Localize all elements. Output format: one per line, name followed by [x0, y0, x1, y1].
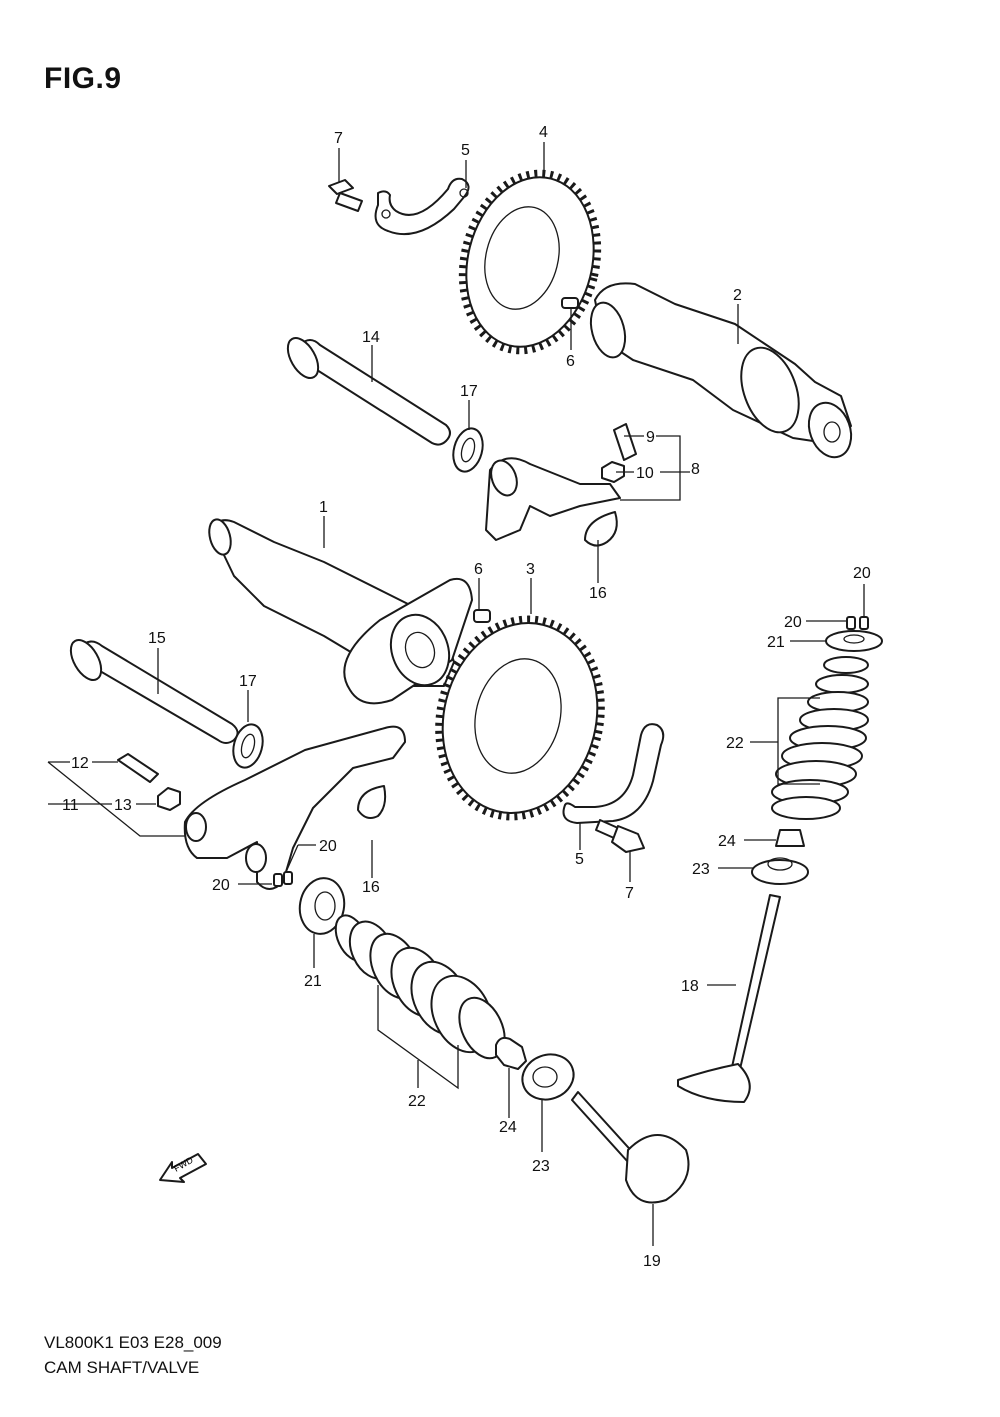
part-6-pin-lower — [473, 609, 491, 623]
part-21-retainer-upper — [825, 630, 883, 652]
part-4-sprocket-upper — [458, 169, 602, 355]
part-16-plate-lower — [357, 785, 387, 819]
part-3-sprocket-lower — [435, 615, 605, 821]
callout-numbers: 7 5 4 2 6 14 17 9 10 8 16 1 6 3 20 20 21… — [62, 124, 871, 1270]
part-7-bolt-lower — [595, 819, 645, 853]
callout-20-right-top: 20 — [853, 565, 871, 582]
callout-14: 14 — [362, 329, 380, 346]
part-22-spring-upper — [771, 656, 869, 820]
callout-21-upper: 21 — [767, 634, 785, 651]
callout-19: 19 — [643, 1253, 661, 1270]
callout-12: 12 — [71, 755, 89, 772]
part-20-collets-lower — [273, 871, 293, 887]
callout-13: 13 — [114, 797, 132, 814]
callout-22-lower: 22 — [408, 1093, 426, 1110]
part-14-rocker-shaft — [286, 337, 451, 446]
callout-17-lower: 17 — [239, 673, 257, 690]
callout-24-lower: 24 — [499, 1119, 517, 1136]
part-24-seal-lower — [495, 1036, 527, 1070]
callout-22-upper: 22 — [726, 735, 744, 752]
callout-21-lower: 21 — [304, 973, 322, 990]
model-code: VL800K1 E03 E28_009 — [44, 1333, 222, 1352]
part-2-camshaft — [589, 282, 853, 459]
callout-1: 1 — [319, 499, 328, 516]
part-16-plate-upper — [584, 511, 618, 547]
callout-20-lower-left: 20 — [212, 877, 230, 894]
part-15-rocker-shaft — [69, 639, 239, 744]
diagram-caption: CAM SHAFT/VALVE — [44, 1358, 200, 1377]
part-21-retainer-lower — [298, 877, 346, 935]
callout-8: 8 — [691, 461, 700, 478]
part-12-adjuster-screw — [117, 753, 159, 783]
part-22-spring-lower — [334, 914, 506, 1060]
callout-20-right: 20 — [784, 614, 802, 631]
callout-6-upper: 6 — [566, 353, 575, 370]
part-6-pin-upper — [561, 297, 579, 309]
part-23-seat-upper — [751, 857, 809, 885]
figure-title: FIG.9 — [44, 62, 122, 95]
part-10-lock-nut — [601, 461, 625, 483]
part-7-bolt-upper — [328, 179, 363, 212]
part-1-camshaft — [208, 518, 473, 705]
part-18-valve — [677, 894, 781, 1103]
callout-23-lower: 23 — [532, 1158, 550, 1175]
callout-24-upper: 24 — [718, 833, 736, 850]
callout-10: 10 — [636, 465, 654, 482]
part-13-lock-nut — [157, 787, 181, 811]
part-17-washer-lower — [232, 723, 264, 769]
callout-4: 4 — [539, 124, 548, 141]
leader-lines — [47, 142, 865, 1246]
callout-7-lower: 7 — [625, 885, 634, 902]
callout-9: 9 — [646, 429, 655, 446]
callout-5-upper: 5 — [461, 142, 470, 159]
callout-16-upper: 16 — [589, 585, 607, 602]
callout-11: 11 — [62, 797, 79, 814]
part-5-retainer-upper — [374, 177, 470, 236]
callout-7-upper: 7 — [334, 130, 343, 147]
callout-20-lower: 20 — [319, 838, 337, 855]
fwd-arrow-icon: FWD — [159, 1153, 207, 1183]
part-24-seal-upper — [775, 829, 805, 847]
part-20-collets-upper — [846, 616, 869, 630]
part-19-valve — [571, 1091, 690, 1204]
callout-15: 15 — [148, 630, 166, 647]
part-17-washer-upper — [452, 427, 484, 473]
callout-16-lower: 16 — [362, 879, 380, 896]
callout-18: 18 — [681, 978, 699, 995]
callout-23-upper: 23 — [692, 861, 710, 878]
part-23-seat-lower — [521, 1053, 575, 1101]
rocker-arm-lower — [183, 725, 406, 890]
part-8-rocker-arm-upper — [485, 457, 621, 541]
callout-2: 2 — [733, 287, 742, 304]
callout-5-lower: 5 — [575, 851, 584, 868]
callout-17-upper: 17 — [460, 383, 478, 400]
part-9-adjuster-screw — [613, 423, 637, 461]
callout-6-lower: 6 — [474, 561, 483, 578]
callout-3: 3 — [526, 561, 535, 578]
